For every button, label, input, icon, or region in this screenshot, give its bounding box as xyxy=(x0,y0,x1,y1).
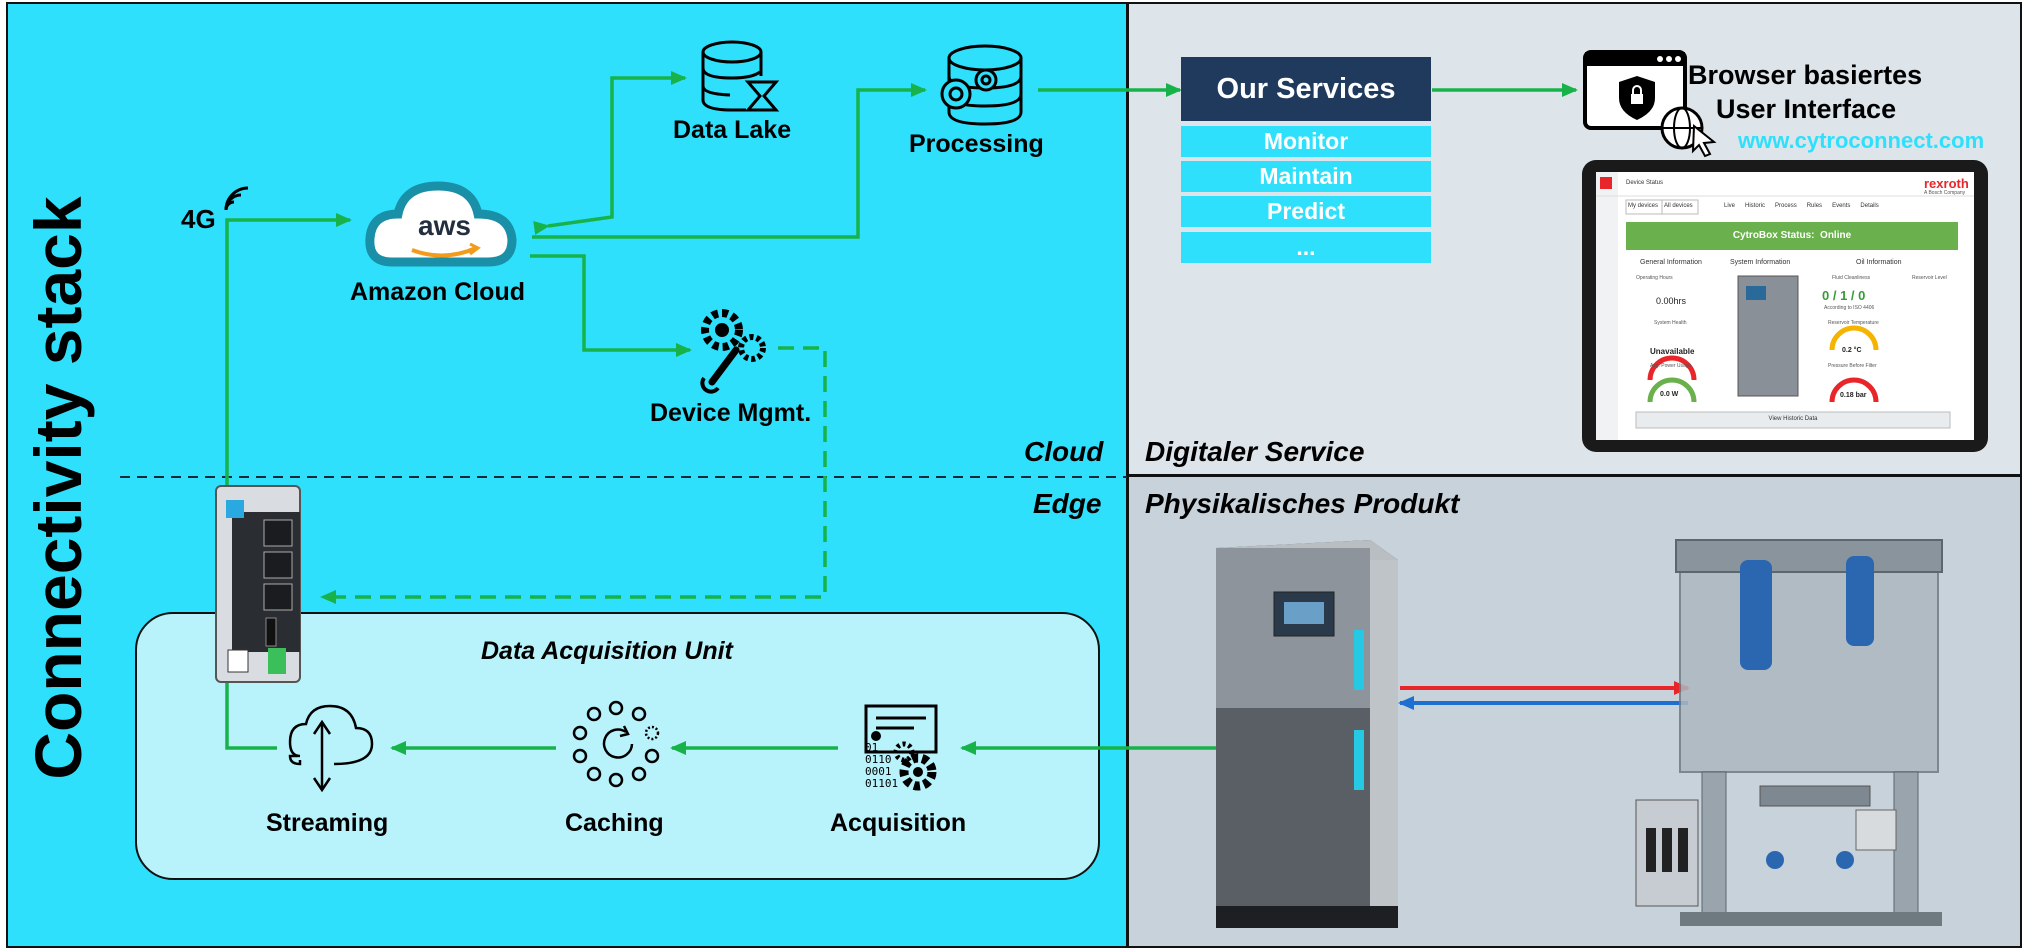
tab-live[interactable]: Live xyxy=(1724,203,1736,209)
physical-product-label: Physikalisches Produkt xyxy=(1145,488,1460,519)
signal-icon xyxy=(224,186,249,211)
edge-zone-label: Edge xyxy=(1033,488,1102,519)
tablet-page-title: Device Status xyxy=(1626,180,1664,186)
processing-icon xyxy=(940,44,1023,126)
device-mgmt-icon xyxy=(700,309,766,394)
digital-service-label: Digitaler Service xyxy=(1145,436,1365,467)
service-maintain: Maintain xyxy=(1181,161,1431,192)
cloud-zone-label: Cloud xyxy=(1024,436,1104,467)
data-lake-icon xyxy=(701,40,780,112)
tab-rules[interactable]: Rules xyxy=(1806,203,1823,209)
hydraulic-press xyxy=(1635,539,1943,926)
power-label: Avg. Power Usage xyxy=(1650,363,1692,369)
rexroth-subtitle: A Bosch Company xyxy=(1924,190,1966,196)
aws-cloud-icon xyxy=(365,181,517,267)
pressure-value: 0.18 bar xyxy=(1840,392,1867,399)
power-value: 0.0 W xyxy=(1660,391,1679,398)
tab-process[interactable]: Process xyxy=(1775,203,1797,209)
aws-logo-text: aws xyxy=(418,210,471,241)
tab-all-devices[interactable]: All devices xyxy=(1664,203,1693,209)
caching-icon xyxy=(572,700,660,788)
edge-gateway-device xyxy=(215,485,301,683)
system-health-label: System Health xyxy=(1654,320,1687,326)
system-health-value: Unavailable xyxy=(1650,347,1695,356)
tablet-dashboard xyxy=(1582,160,1988,452)
binary-data-text: 01 0110 0001 01101 xyxy=(865,741,899,790)
data-lake-label: Data Lake xyxy=(673,116,792,144)
tab-my-devices[interactable]: My devices xyxy=(1628,203,1659,209)
service-monitor: Monitor xyxy=(1181,126,1431,157)
processing-label: Processing xyxy=(909,130,1044,158)
general-info-heading: General Information xyxy=(1640,259,1702,266)
acquisition-label: Acquisition xyxy=(830,809,967,837)
streaming-label: Streaming xyxy=(266,809,389,837)
view-historic-data-button[interactable]: View Historic Data xyxy=(1768,416,1818,422)
streaming-icon xyxy=(288,704,374,793)
network-4g-label: 4G xyxy=(181,204,216,234)
device-mgmt-label: Device Mgmt. xyxy=(650,399,812,427)
our-services-header: Our Services xyxy=(1181,57,1431,121)
browser-label-line2: User Interface xyxy=(1716,94,1897,124)
tab-details[interactable]: Details xyxy=(1860,203,1879,209)
tab-events[interactable]: Events xyxy=(1832,203,1851,209)
reservoir-temp-label: Reservoir Temperature xyxy=(1828,320,1879,326)
tablet-status-banner: CytroBox Status: Online xyxy=(1732,230,1852,241)
system-info-heading: System Information xyxy=(1730,259,1791,266)
amazon-cloud-label: Amazon Cloud xyxy=(350,278,525,306)
operating-hours-value: 0.00hrs xyxy=(1656,296,1687,306)
browser-icon xyxy=(1583,50,1717,158)
service-more: ... xyxy=(1181,232,1431,263)
pressure-label: Pressure Before Filter xyxy=(1828,363,1877,369)
service-predict: Predict xyxy=(1181,196,1431,227)
oil-info-heading: Oil Information xyxy=(1856,259,1902,266)
caching-label: Caching xyxy=(565,809,664,837)
fluid-cleanliness-sub: According to ISO 4406 xyxy=(1824,305,1875,311)
data-flow-arrows xyxy=(225,71,1578,755)
cytrobox-cabinet xyxy=(1216,540,1398,928)
data-acquisition-unit-title: Data Acquisition Unit xyxy=(481,637,733,665)
reservoir-level-label: Reservoir Level xyxy=(1912,275,1947,281)
acquisition-icon xyxy=(864,704,938,791)
rexroth-logo: rexroth xyxy=(1924,176,1969,191)
operating-hours-label: Operating Hours xyxy=(1636,275,1673,281)
tablet-tabs: Live Historic Process Rules Events Detai… xyxy=(1724,203,1879,209)
fluid-cleanliness-label: Fluid Cleanliness xyxy=(1832,275,1871,281)
website-url[interactable]: www.cytroconnect.com xyxy=(1738,128,1985,153)
reservoir-temp-value: 0.2 °C xyxy=(1842,347,1862,354)
tab-historic[interactable]: Historic xyxy=(1745,203,1766,209)
fluid-cleanliness-value: 0 / 1 / 0 xyxy=(1822,288,1866,303)
browser-label-line1: Browser basiertes xyxy=(1688,60,1923,90)
